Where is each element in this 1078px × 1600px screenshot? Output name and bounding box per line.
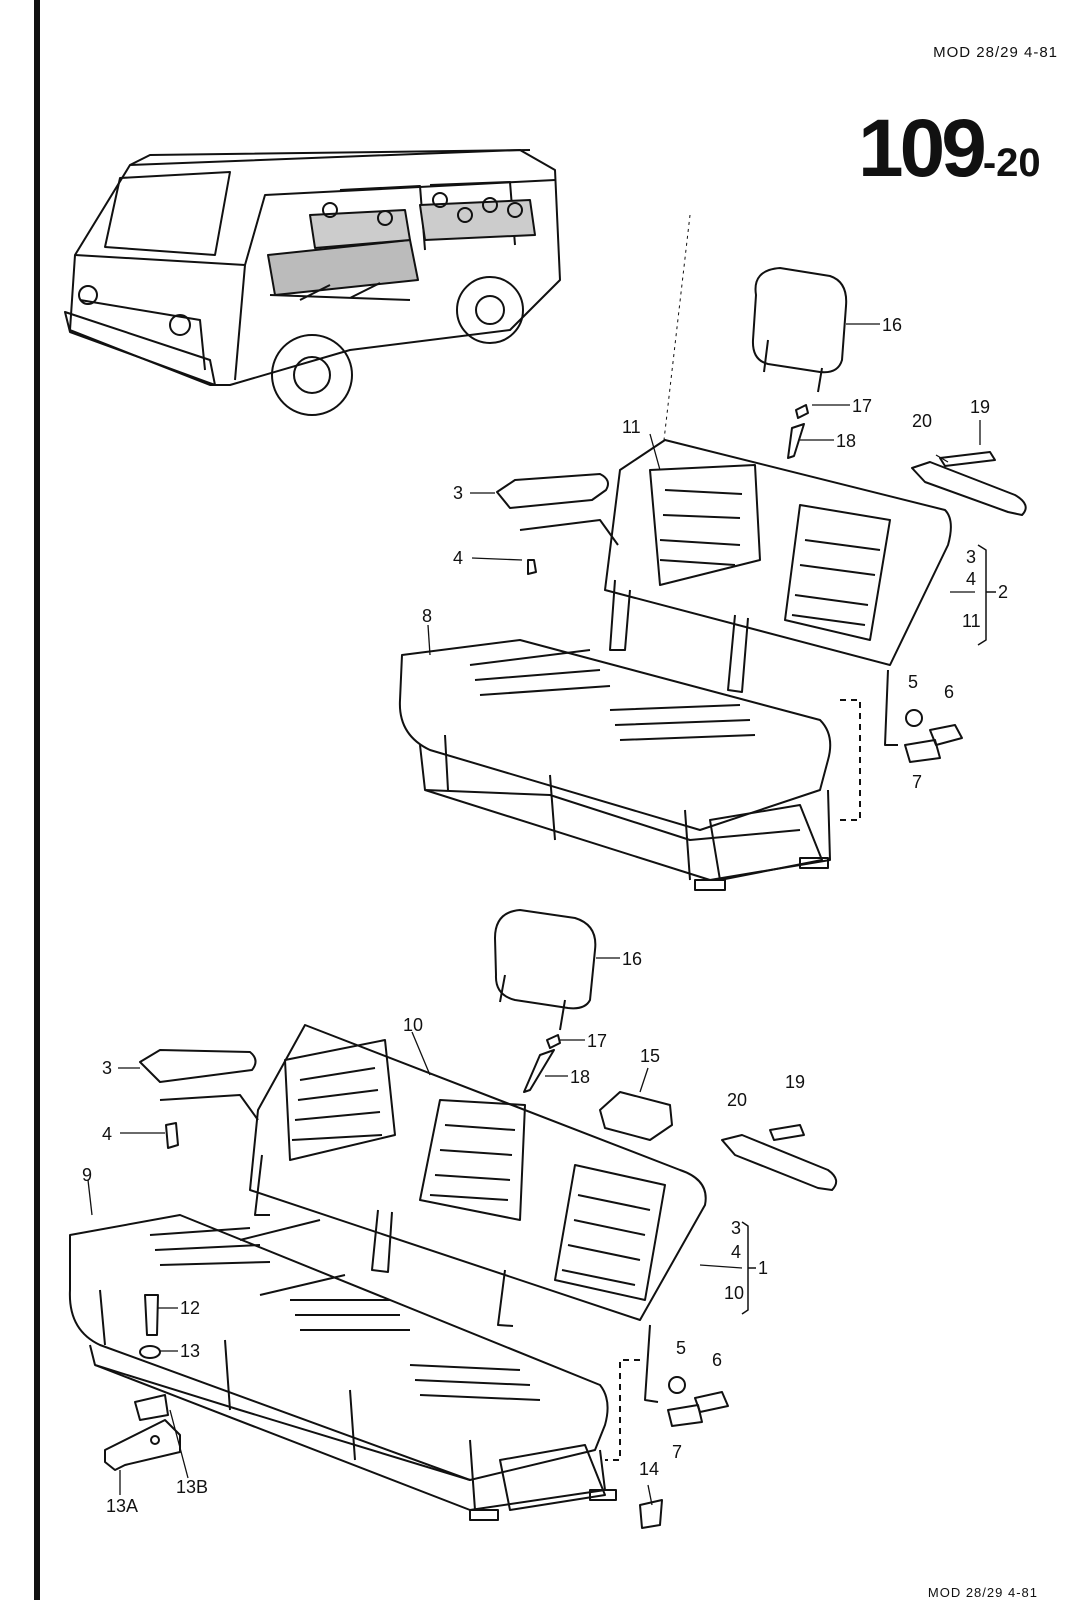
- callout-18-upper: 18: [836, 431, 857, 451]
- bracket-result-2: 2: [998, 582, 1009, 602]
- callout-13-lower: 13: [180, 1341, 201, 1361]
- bracket-item-10-lower: 10: [724, 1283, 745, 1303]
- callout-5-upper: 5: [908, 672, 919, 692]
- bracket-item-4-lower: 4: [731, 1242, 742, 1262]
- callout-4-upper: 4: [453, 548, 464, 568]
- callout-15-lower: 15: [640, 1046, 661, 1066]
- callout-13A-lower: 13A: [106, 1496, 139, 1516]
- callout-9-lower: 9: [82, 1165, 93, 1185]
- callout-5-lower: 5: [676, 1338, 687, 1358]
- callout-10-lower: 10: [403, 1015, 424, 1035]
- callout-12-lower: 12: [180, 1298, 201, 1318]
- callout-3-upper: 3: [453, 483, 464, 503]
- callout-20-upper: 20: [912, 411, 933, 431]
- callout-13B-lower: 13B: [176, 1477, 209, 1497]
- group-number: 109-20: [858, 108, 1041, 190]
- callout-16-lower: 16: [622, 949, 643, 969]
- callout-19-lower: 19: [785, 1072, 806, 1092]
- callout-7-lower: 7: [672, 1442, 683, 1462]
- callout-4-lower: 4: [102, 1124, 113, 1144]
- van-illustration: [64, 149, 561, 416]
- callout-20-lower: 20: [727, 1090, 748, 1110]
- lower-seat-assembly: [68, 909, 838, 1529]
- page-binding-edge: [34, 0, 40, 1600]
- footer-code: MOD 28/29 4-81: [927, 1585, 1038, 1600]
- callout-8-upper: 8: [422, 606, 433, 626]
- callout-3-lower: 3: [102, 1058, 113, 1078]
- bracket-result-1: 1: [758, 1258, 769, 1278]
- model-code: MOD 28/29 4-81: [933, 44, 1058, 61]
- bracket-item-3-lower: 3: [731, 1218, 742, 1238]
- callout-6-lower: 6: [712, 1350, 723, 1370]
- bracket-item-3-upper: 3: [966, 547, 977, 567]
- brackets: [741, 544, 996, 1315]
- upper-seat-assembly: [398, 214, 1027, 891]
- group-number-main: 109: [858, 103, 987, 194]
- bracket-item-11-upper: 11: [962, 611, 981, 631]
- callout-16-upper: 16: [882, 315, 903, 335]
- callout-7-upper: 7: [912, 772, 923, 792]
- callout-6-upper: 6: [944, 682, 955, 702]
- callout-18-lower: 18: [570, 1067, 591, 1087]
- callout-11-upper: 11: [622, 417, 641, 437]
- group-number-suffix: -20: [982, 141, 1041, 185]
- callout-14-lower: 14: [639, 1459, 660, 1479]
- callout-19-upper: 19: [970, 397, 991, 417]
- bracket-item-4-upper: 4: [966, 569, 977, 589]
- leader-lines: [87, 323, 981, 1506]
- callout-17-upper: 17: [852, 396, 873, 416]
- callout-17-lower: 17: [587, 1031, 608, 1051]
